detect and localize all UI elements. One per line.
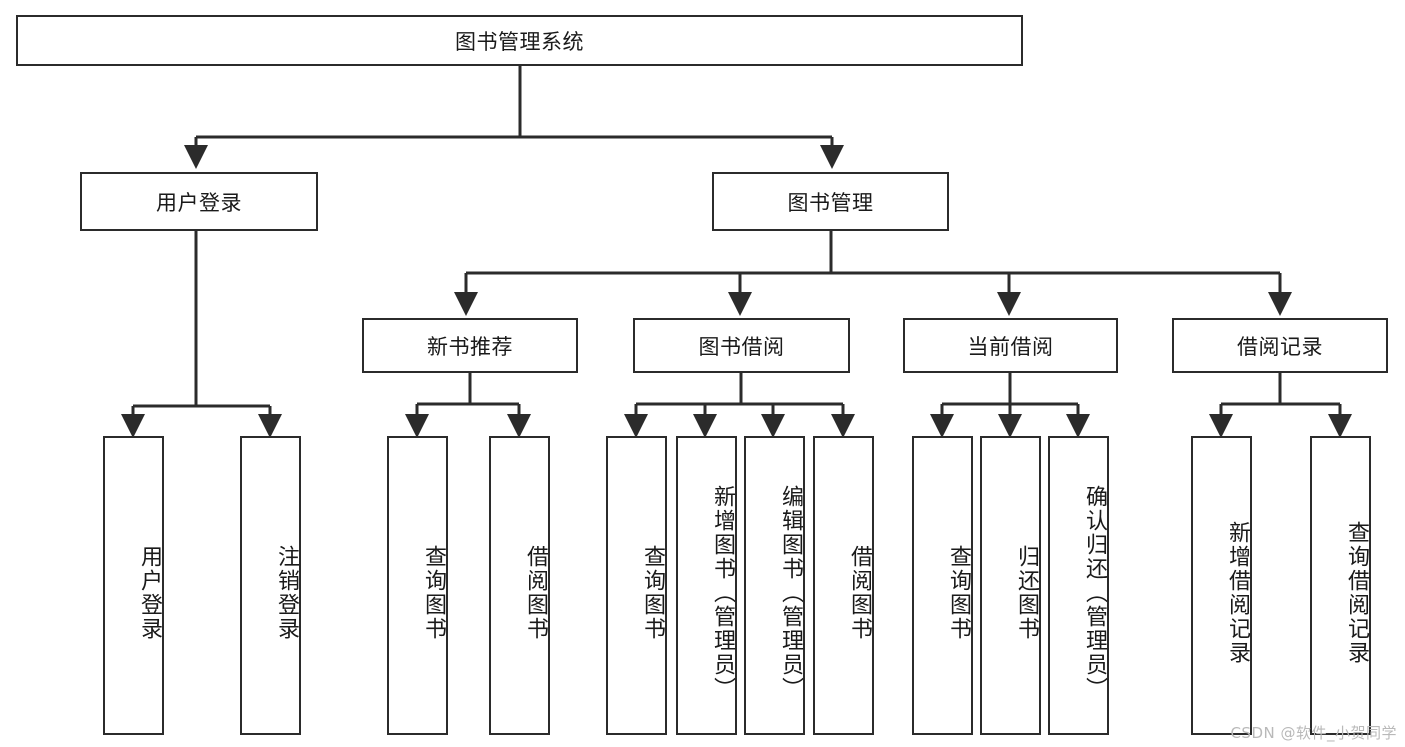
leaf-current-confirm-return-label: 确认归还（管理员） (1082, 484, 1107, 701)
leaf-recommend-query-book[interactable]: 查询图书 (387, 436, 448, 735)
leaf-user-login-logout[interactable]: 注销登录 (240, 436, 301, 735)
leaf-current-confirm-return[interactable]: 确认归还（管理员） (1048, 436, 1109, 735)
node-user-login-label: 用户登录 (156, 190, 242, 215)
leaf-record-add-record-label: 新增借阅记录 (1225, 520, 1250, 665)
leaf-record-query-record-label: 查询借阅记录 (1344, 520, 1369, 665)
leaf-recommend-query-book-label: 查询图书 (421, 544, 446, 641)
leaf-record-add-record[interactable]: 新增借阅记录 (1191, 436, 1252, 735)
leaf-borrow-borrow-book[interactable]: 借阅图书 (813, 436, 874, 735)
leaf-user-login-login[interactable]: 用户登录 (103, 436, 164, 735)
leaf-current-query-book-label: 查询图书 (946, 544, 971, 641)
leaf-recommend-borrow-book[interactable]: 借阅图书 (489, 436, 550, 735)
csdn-watermark: CSDN @软件_小贺同学 (1230, 724, 1397, 742)
node-current-borrow-label: 当前借阅 (967, 334, 1054, 359)
node-borrow-record[interactable]: 借阅记录 (1172, 318, 1388, 373)
leaf-borrow-edit-book-label: 编辑图书（管理员） (778, 484, 803, 701)
leaf-record-query-record[interactable]: 查询借阅记录 (1310, 436, 1371, 735)
leaf-current-query-book[interactable]: 查询图书 (912, 436, 973, 735)
node-new-book-recommend[interactable]: 新书推荐 (362, 318, 578, 373)
node-book-borrow-label: 图书借阅 (698, 334, 785, 359)
leaf-current-return-book-label: 归还图书 (1014, 544, 1039, 641)
leaf-borrow-add-book-label: 新增图书（管理员） (710, 484, 735, 701)
node-root-label: 图书管理系统 (455, 29, 584, 54)
node-root[interactable]: 图书管理系统 (16, 15, 1023, 66)
node-borrow-record-label: 借阅记录 (1237, 334, 1323, 359)
leaf-user-login-login-label: 用户登录 (137, 544, 162, 641)
node-book-borrow[interactable]: 图书借阅 (633, 318, 850, 373)
node-book-management-label: 图书管理 (787, 190, 874, 215)
node-book-management[interactable]: 图书管理 (712, 172, 949, 231)
leaf-borrow-edit-book[interactable]: 编辑图书（管理员） (744, 436, 805, 735)
leaf-recommend-borrow-book-label: 借阅图书 (523, 544, 548, 641)
leaf-borrow-add-book[interactable]: 新增图书（管理员） (676, 436, 737, 735)
node-current-borrow[interactable]: 当前借阅 (903, 318, 1118, 373)
leaf-borrow-borrow-book-label: 借阅图书 (847, 544, 872, 641)
leaf-borrow-query-book-label: 查询图书 (640, 544, 665, 641)
leaf-borrow-query-book[interactable]: 查询图书 (606, 436, 667, 735)
leaf-user-login-logout-label: 注销登录 (274, 544, 299, 641)
node-user-login[interactable]: 用户登录 (80, 172, 318, 231)
node-new-book-recommend-label: 新书推荐 (427, 334, 513, 359)
leaf-current-return-book[interactable]: 归还图书 (980, 436, 1041, 735)
